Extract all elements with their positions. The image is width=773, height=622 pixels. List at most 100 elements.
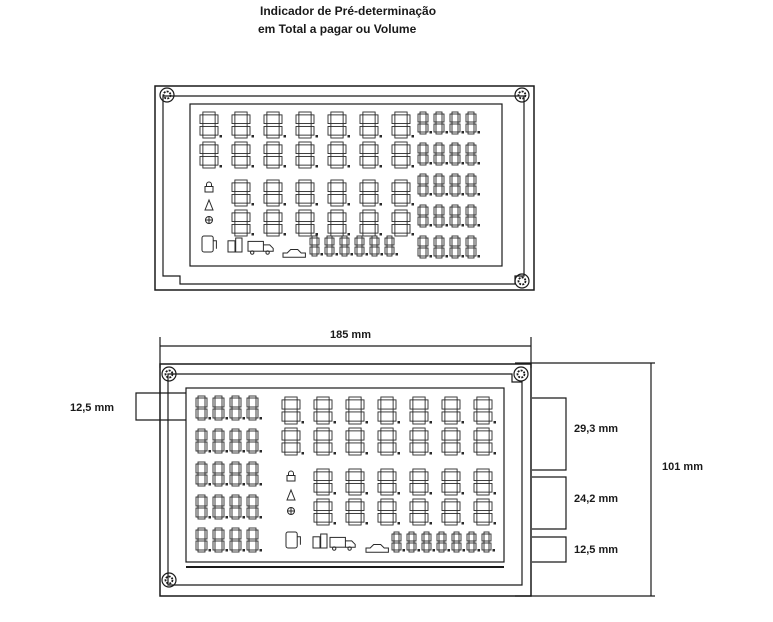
decimal-point (333, 452, 336, 455)
segment (441, 482, 446, 493)
seven-segment-digit (229, 428, 245, 454)
segment (433, 185, 437, 195)
seven-segment-digit (465, 111, 480, 135)
seven-segment-digit (212, 461, 228, 487)
segment (345, 471, 350, 482)
segment (421, 533, 425, 542)
segment (435, 152, 443, 156)
segment (348, 420, 362, 425)
segment (231, 212, 236, 223)
segment (467, 121, 475, 125)
segment (444, 510, 458, 514)
segment (435, 111, 443, 115)
segment (451, 214, 459, 218)
segment (425, 247, 429, 257)
segment (195, 463, 199, 474)
segment (444, 408, 458, 413)
segment (371, 253, 378, 257)
segment (417, 144, 421, 154)
segment (409, 501, 414, 512)
segment (231, 483, 240, 487)
seven-segment-digit (195, 494, 211, 520)
segment (234, 202, 248, 207)
bell-icon (286, 488, 296, 501)
segment (419, 173, 427, 177)
segment (456, 482, 461, 493)
segment (326, 235, 333, 239)
segment (362, 153, 376, 157)
segment (295, 144, 300, 155)
segment (377, 471, 382, 482)
segment (457, 206, 461, 216)
segment (467, 245, 475, 249)
segment (263, 144, 268, 155)
segment (391, 125, 396, 136)
segment (255, 463, 259, 474)
segment (362, 111, 376, 116)
segment (428, 542, 432, 551)
decimal-point (259, 483, 262, 486)
segment (197, 450, 206, 454)
segment (419, 193, 427, 197)
screw-thread (164, 369, 174, 379)
decimal-point (242, 516, 245, 519)
segment (197, 505, 206, 509)
decimal-point (208, 450, 211, 453)
screw-icon (514, 273, 530, 289)
segment (369, 237, 373, 246)
segment (377, 442, 382, 453)
segment (246, 223, 251, 234)
segment (473, 123, 477, 133)
segment (231, 472, 240, 476)
segment (380, 498, 394, 503)
segment (295, 125, 300, 136)
segment (284, 396, 298, 401)
seven-segment-digit (327, 209, 350, 237)
segment (384, 237, 388, 246)
seven-segment-digit (212, 395, 228, 421)
segment (473, 206, 477, 216)
segment (417, 123, 421, 133)
top-row-label: 29,3 mm (574, 423, 618, 435)
segment (298, 123, 312, 127)
segment (214, 144, 219, 155)
decimal-point (208, 549, 211, 552)
segment (424, 399, 429, 410)
decimal-point (397, 452, 400, 455)
segment (391, 212, 396, 223)
segment (406, 212, 411, 223)
seven-segment-digit (441, 468, 464, 496)
decimal-point (379, 203, 382, 206)
segment (278, 125, 283, 136)
segment (327, 193, 332, 204)
segment (473, 430, 478, 441)
segment (298, 232, 312, 237)
segment (488, 399, 493, 410)
segment (212, 507, 216, 518)
segment (316, 498, 330, 503)
seven-segment-digit (409, 498, 432, 526)
segment (212, 397, 216, 408)
seven-segment-digit (195, 395, 211, 421)
segment (453, 540, 460, 544)
segment (394, 179, 408, 184)
seven-segment-digit (345, 427, 368, 456)
segment (214, 527, 223, 531)
segment (313, 430, 318, 441)
segment (248, 505, 257, 509)
segment (212, 463, 216, 474)
decimal-point (445, 193, 448, 196)
decimal-point (493, 452, 496, 455)
segment (359, 212, 364, 223)
segment (488, 411, 493, 422)
segment (488, 471, 493, 482)
decimal-point (461, 193, 464, 196)
segment (435, 224, 443, 228)
segment (444, 439, 458, 444)
seven-segment-digit (369, 235, 383, 257)
segment (231, 114, 236, 125)
decimal-point (225, 483, 228, 486)
decimal-point (283, 135, 286, 138)
decimal-point (397, 421, 400, 424)
